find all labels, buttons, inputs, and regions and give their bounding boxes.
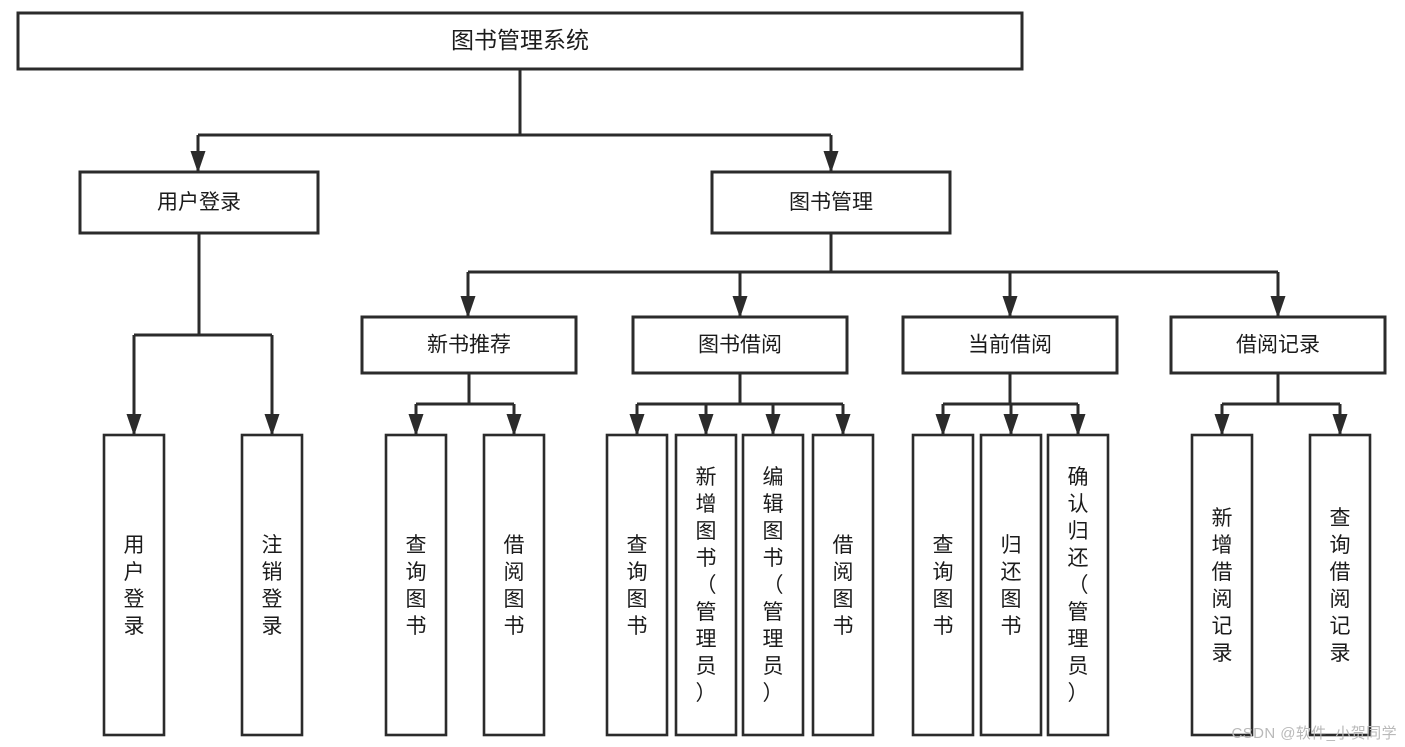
node-label: 当前借阅: [968, 334, 1052, 357]
connector-arrow-icon: [460, 296, 476, 318]
connector-group-bus-newbook: [408, 373, 522, 436]
node-borrow[interactable]: 图书借阅: [631, 315, 849, 375]
node-bookmgmt[interactable]: 图书管理: [710, 170, 952, 235]
nodes-layer: 图书管理系统用户登录图书管理新书推荐图书借阅当前借阅借阅记录用户登录注销登录查询…: [16, 11, 1387, 737]
node-leaf13[interactable]: 查询借阅记录: [1308, 433, 1372, 737]
node-label: 图书借阅: [698, 334, 782, 357]
node-leaf10[interactable]: 归还图书: [979, 433, 1043, 737]
node-box: [710, 170, 952, 235]
node-box: [674, 433, 738, 737]
node-leaf1[interactable]: 用户登录: [102, 433, 166, 737]
node-label: 图书管理系统: [451, 27, 589, 53]
node-box: [911, 433, 975, 737]
node-box: [979, 433, 1043, 737]
node-leaf4[interactable]: 借阅图书: [482, 433, 546, 737]
connector-arrow-icon: [264, 414, 280, 436]
node-box: [384, 433, 448, 737]
connector-arrow-icon: [765, 414, 781, 436]
node-box: [1190, 433, 1254, 737]
csdn-watermark: CSDN @软件_小贺同学: [1231, 725, 1397, 742]
node-label: 查询图书: [933, 534, 954, 638]
node-box: [605, 433, 669, 737]
connector-arrow-icon: [1003, 414, 1019, 436]
node-leaf8[interactable]: 借阅图书: [811, 433, 875, 737]
connector-group-bus-login: [126, 233, 280, 436]
connector-arrow-icon: [190, 151, 206, 173]
node-leaf6[interactable]: 新增图书（管理员）: [674, 433, 738, 737]
node-label: 借阅图书: [504, 534, 525, 638]
connector-arrow-icon: [935, 414, 951, 436]
node-box: [360, 315, 578, 375]
connector-group-bus-current: [935, 373, 1086, 436]
connector-group-bus-root: [190, 69, 839, 173]
connector-arrow-icon: [835, 414, 851, 436]
node-box: [811, 433, 875, 737]
node-leaf12[interactable]: 新增借阅记录: [1190, 433, 1254, 737]
connector-arrow-icon: [126, 414, 142, 436]
connector-arrow-icon: [1270, 296, 1286, 318]
connector-arrow-icon: [1214, 414, 1230, 436]
node-box: [482, 433, 546, 737]
node-label: 注销登录: [262, 534, 283, 638]
node-label: 图书管理: [789, 191, 873, 214]
node-label: 查询图书: [406, 534, 427, 638]
node-label: 归还图书: [1001, 534, 1022, 638]
node-box: [78, 170, 320, 235]
node-label: 借阅记录: [1236, 334, 1320, 357]
connector-arrow-icon: [408, 414, 424, 436]
node-label: 新增图书（管理员）: [696, 466, 717, 705]
connector-arrow-icon: [506, 414, 522, 436]
node-box: [16, 11, 1024, 71]
node-box: [901, 315, 1119, 375]
node-records[interactable]: 借阅记录: [1169, 315, 1387, 375]
connector-group-bus-bookmgmt: [460, 233, 1286, 318]
node-label: 用户登录: [157, 191, 241, 214]
node-leaf3[interactable]: 查询图书: [384, 433, 448, 737]
node-label: 新增借阅记录: [1212, 507, 1233, 665]
connector-arrow-icon: [629, 414, 645, 436]
connector-arrow-icon: [1070, 414, 1086, 436]
connector-arrow-icon: [1332, 414, 1348, 436]
node-current[interactable]: 当前借阅: [901, 315, 1119, 375]
node-box: [631, 315, 849, 375]
node-leaf7[interactable]: 编辑图书（管理员）: [741, 433, 805, 737]
node-label: 编辑图书（管理员）: [763, 466, 784, 705]
connector-arrow-icon: [732, 296, 748, 318]
connectors-layer: [126, 69, 1348, 436]
node-label: 查询图书: [627, 534, 648, 638]
node-root[interactable]: 图书管理系统: [16, 11, 1024, 71]
node-box: [1169, 315, 1387, 375]
node-box: [741, 433, 805, 737]
node-label: 查询借阅记录: [1330, 507, 1351, 665]
node-newbook[interactable]: 新书推荐: [360, 315, 578, 375]
connector-arrow-icon: [823, 151, 839, 173]
connector-group-bus-records: [1214, 373, 1348, 436]
node-label: 新书推荐: [427, 334, 511, 357]
node-label: 借阅图书: [833, 534, 854, 638]
node-label: 用户登录: [124, 534, 145, 638]
node-box: [240, 433, 304, 737]
node-box: [1046, 433, 1110, 737]
node-box: [1308, 433, 1372, 737]
node-leaf2[interactable]: 注销登录: [240, 433, 304, 737]
node-login[interactable]: 用户登录: [78, 170, 320, 235]
node-box: [102, 433, 166, 737]
connector-arrow-icon: [698, 414, 714, 436]
node-leaf9[interactable]: 查询图书: [911, 433, 975, 737]
connector-arrow-icon: [1002, 296, 1018, 318]
node-label: 确认归还（管理员）: [1068, 466, 1089, 705]
node-leaf11[interactable]: 确认归还（管理员）: [1046, 433, 1110, 737]
connector-group-bus-borrow: [629, 373, 851, 436]
node-leaf5[interactable]: 查询图书: [605, 433, 669, 737]
